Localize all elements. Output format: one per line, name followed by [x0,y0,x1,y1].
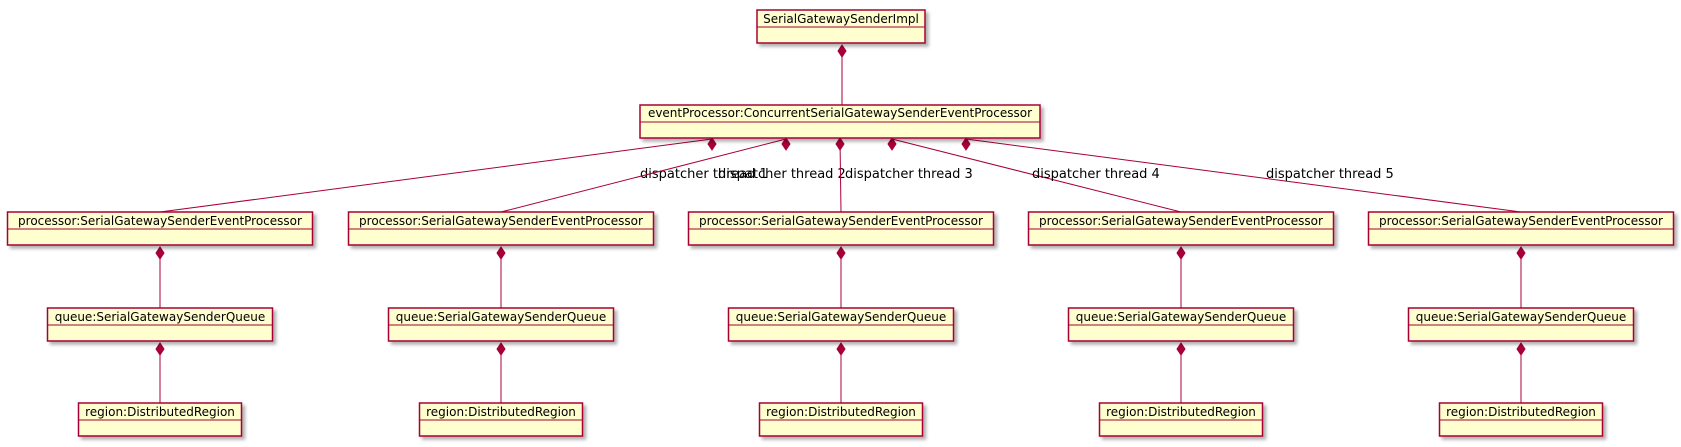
object-title: region:DistributedRegion [85,405,235,419]
composition-diamond-queue-3 [836,342,846,356]
composition-diamond-processor-5 [1516,246,1526,260]
dispatcher-link-4 [891,138,1182,213]
object-region-3[interactable]: region:DistributedRegion [758,402,924,437]
object-queue-2[interactable]: queue:SerialGatewaySenderQueue [387,307,615,342]
object-title: region:DistributedRegion [1446,405,1596,419]
object-region-5[interactable]: region:DistributedRegion [1438,402,1604,437]
edge-label-thread-4: dispatcher thread 4 [1032,167,1160,182]
object-processor-4[interactable]: processor:SerialGatewaySenderEventProces… [1027,211,1335,246]
object-region-1[interactable]: region:DistributedRegion [77,402,243,437]
object-title: queue:SerialGatewaySenderQueue [1416,310,1627,324]
object-region-2[interactable]: region:DistributedRegion [418,402,584,437]
composition-diamond-queue-4 [1176,342,1186,356]
object-serial-gateway-sender-impl[interactable]: SerialGatewaySenderImpl [756,9,926,44]
object-title: queue:SerialGatewaySenderQueue [55,310,266,324]
composition-diamond-processor-1 [155,246,165,260]
composition-diamond-thread-5 [961,137,971,151]
composition-diamond-queue-5 [1516,342,1526,356]
composition-diamond-root [837,44,847,58]
composition-diamond-queue-1 [155,342,165,356]
object-title: region:DistributedRegion [1106,405,1256,419]
object-title: processor:SerialGatewaySenderEventProces… [359,214,643,228]
dispatcher-link-2 [500,138,787,213]
composition-diamond-processor-3 [836,246,846,260]
edge-label-thread-1: dispatcher thread 1 [640,167,768,182]
object-processor-2[interactable]: processor:SerialGatewaySenderEventProces… [347,211,655,246]
object-queue-1[interactable]: queue:SerialGatewaySenderQueue [46,307,274,342]
dispatcher-link-1 [159,138,713,213]
dispatcher-link-3 [839,138,842,213]
object-title: SerialGatewaySenderImpl [763,12,919,26]
object-title: eventProcessor:ConcurrentSerialGatewaySe… [648,106,1032,120]
composition-diamond-thread-4 [887,137,897,151]
object-title: processor:SerialGatewaySenderEventProces… [1039,214,1323,228]
object-queue-5[interactable]: queue:SerialGatewaySenderQueue [1407,307,1635,342]
composition-diamond-thread-1 [707,137,717,151]
boxes-layer: SerialGatewaySenderImpl eventProcessor:C… [6,9,1675,437]
object-queue-3[interactable]: queue:SerialGatewaySenderQueue [727,307,955,342]
object-queue-4[interactable]: queue:SerialGatewaySenderQueue [1067,307,1295,342]
object-region-4[interactable]: region:DistributedRegion [1098,402,1264,437]
object-processor-5[interactable]: processor:SerialGatewaySenderEventProces… [1367,211,1675,246]
object-title: processor:SerialGatewaySenderEventProces… [1379,214,1663,228]
edge-label-thread-5: dispatcher thread 5 [1266,167,1394,182]
object-title: region:DistributedRegion [766,405,916,419]
object-processor-3[interactable]: processor:SerialGatewaySenderEventProces… [687,211,995,246]
object-event-processor[interactable]: eventProcessor:ConcurrentSerialGatewaySe… [639,104,1041,139]
composition-diamond-thread-3 [835,137,845,151]
edge-label-thread-3: dispatcher thread 3 [845,167,973,182]
composition-diamond-thread-2 [781,137,791,151]
composition-diamond-queue-2 [496,342,506,356]
object-title: region:DistributedRegion [426,405,576,419]
object-title: queue:SerialGatewaySenderQueue [396,310,607,324]
object-title: queue:SerialGatewaySenderQueue [736,310,947,324]
dispatcher-link-5 [965,138,1522,213]
object-processor-1[interactable]: processor:SerialGatewaySenderEventProces… [6,211,314,246]
object-title: processor:SerialGatewaySenderEventProces… [699,214,983,228]
edge-label-thread-2: dispatcher thread 2 [718,167,846,182]
composition-diamond-processor-4 [1176,246,1186,260]
composition-diamond-processor-2 [496,246,506,260]
object-title: processor:SerialGatewaySenderEventProces… [18,214,302,228]
object-title: queue:SerialGatewaySenderQueue [1076,310,1287,324]
